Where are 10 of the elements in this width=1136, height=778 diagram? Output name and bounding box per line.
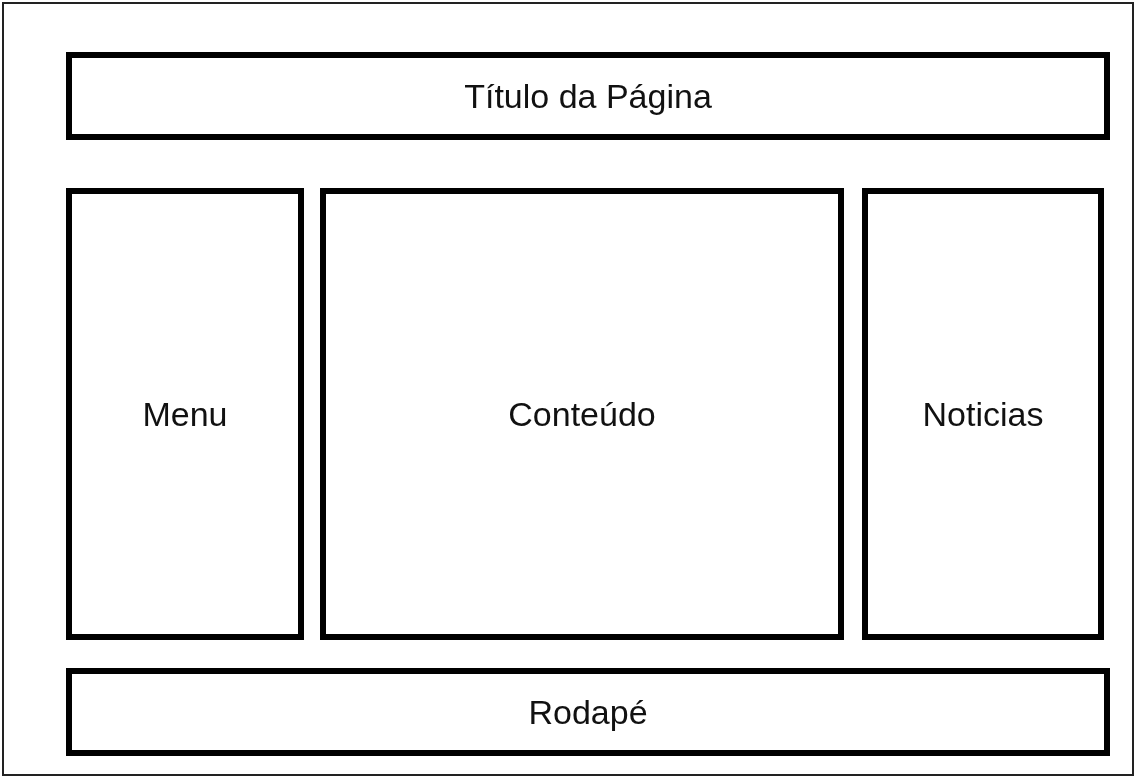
layout-region xyxy=(862,188,1104,640)
region-label: Menu xyxy=(142,394,228,434)
layout-region xyxy=(66,668,1110,756)
layout-region xyxy=(320,188,844,640)
layout-region xyxy=(66,52,1110,140)
region-label: Noticias xyxy=(922,394,1044,434)
region-label: Título da Página xyxy=(464,76,712,116)
region-label: Rodapé xyxy=(528,692,648,732)
region-label: Conteúdo xyxy=(508,394,656,434)
layout-region xyxy=(66,188,304,640)
